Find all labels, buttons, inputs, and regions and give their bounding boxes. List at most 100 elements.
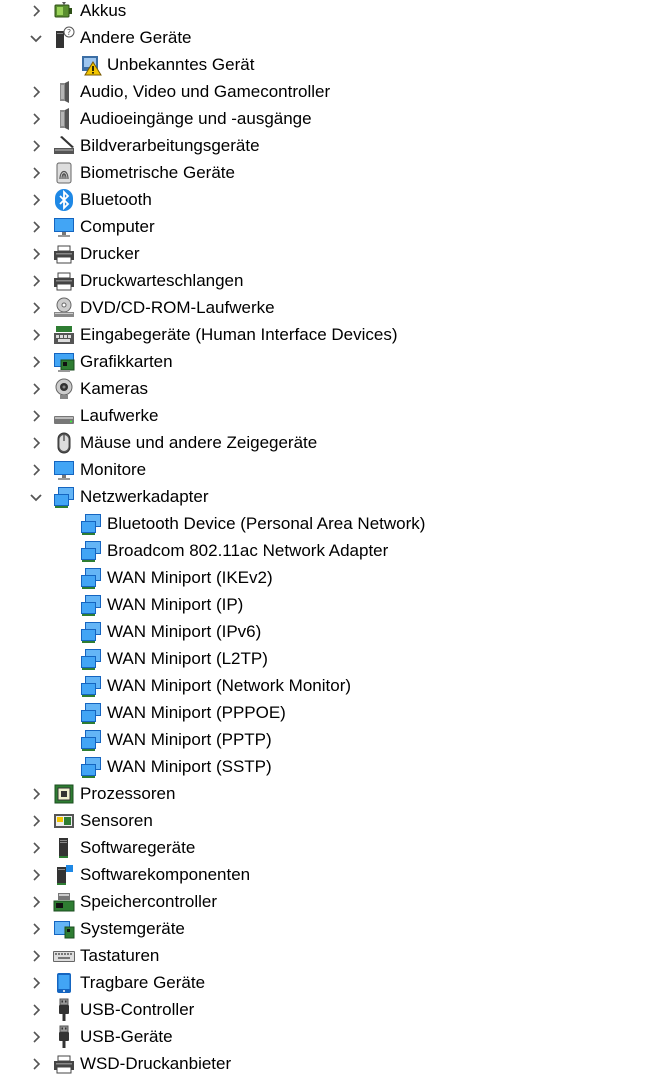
tree-item-label: Bluetooth Device (Personal Area Network) [107, 514, 426, 533]
storage-controller-icon [53, 892, 75, 911]
tree-item-computer[interactable]: Computer [0, 213, 651, 240]
chevron-right-icon[interactable] [27, 461, 45, 479]
tree-item-label: Sensoren [80, 811, 153, 830]
chevron-right-icon[interactable] [27, 83, 45, 101]
network-adapter-icon [81, 648, 101, 670]
bluetooth-icon [55, 188, 73, 211]
tree-item-speichercontroller[interactable]: Speichercontroller [0, 888, 651, 915]
tree-item-label: Audioeingänge und -ausgänge [80, 109, 312, 128]
tree-item-label: WAN Miniport (PPTP) [107, 730, 272, 749]
tree-item-akkus[interactable]: Akkus [0, 0, 651, 24]
network-adapter-icon [81, 729, 101, 751]
tree-item-wsd-druckanbieter[interactable]: WSD-Druckanbieter [0, 1050, 651, 1077]
tree-item-wan-miniport-sstp[interactable]: WAN Miniport (SSTP) [0, 753, 651, 780]
tree-item-label: Biometrische Geräte [80, 163, 235, 182]
tree-item-audioeingaenge-und-ausgaenge[interactable]: Audioeingänge und -ausgänge [0, 105, 651, 132]
tree-item-label: WAN Miniport (L2TP) [107, 649, 268, 668]
chevron-right-icon[interactable] [27, 272, 45, 290]
system-device-icon [54, 920, 75, 938]
network-adapter-icon [81, 567, 101, 589]
chevron-right-icon[interactable] [27, 1028, 45, 1046]
tree-item-label: Akkus [80, 1, 127, 20]
chevron-right-icon[interactable] [27, 245, 45, 263]
tree-item-label: USB-Controller [80, 1000, 195, 1019]
tree-item-label: WAN Miniport (IP) [107, 595, 244, 614]
tree-item-usb-geraete[interactable]: USB-Geräte [0, 1023, 651, 1050]
tree-item-tragbare-geraete[interactable]: Tragbare Geräte [0, 969, 651, 996]
chevron-right-icon[interactable] [27, 218, 45, 236]
tree-item-wan-miniport-ikev2[interactable]: WAN Miniport (IKEv2) [0, 564, 651, 591]
chevron-right-icon[interactable] [27, 1055, 45, 1073]
disk-drive-icon [54, 415, 74, 424]
tree-item-dvd-cd-rom-laufwerke[interactable]: DVD/CD-ROM-Laufwerke [0, 294, 651, 321]
tree-item-label: Eingabegeräte (Human Interface Devices) [80, 325, 398, 344]
chevron-right-icon[interactable] [27, 191, 45, 209]
printer-icon [54, 1055, 74, 1073]
tree-item-softwarekomponenten[interactable]: Softwarekomponenten [0, 861, 651, 888]
chevron-right-icon[interactable] [27, 893, 45, 911]
tree-item-label: DVD/CD-ROM-Laufwerke [80, 298, 275, 317]
tree-item-wan-miniport-ip[interactable]: WAN Miniport (IP) [0, 591, 651, 618]
chevron-down-icon[interactable] [27, 488, 45, 506]
tree-item-label: WAN Miniport (IPv6) [107, 622, 262, 641]
tree-item-label: Computer [80, 217, 155, 236]
tree-item-broadcom-802-11ac-network-adapter[interactable]: Broadcom 802.11ac Network Adapter [0, 537, 651, 564]
tree-item-unbekanntes-geraet[interactable]: Unbekanntes Gerät [0, 51, 651, 78]
chevron-right-icon[interactable] [27, 110, 45, 128]
chevron-right-icon[interactable] [27, 2, 45, 20]
tree-item-usb-controller[interactable]: USB-Controller [0, 996, 651, 1023]
chevron-right-icon[interactable] [27, 785, 45, 803]
tree-item-wan-miniport-pptp[interactable]: WAN Miniport (PPTP) [0, 726, 651, 753]
tree-item-maeuse-und-andere-zeigegeraete[interactable]: Mäuse und andere Zeigegeräte [0, 429, 651, 456]
network-adapter-icon [81, 513, 101, 535]
tree-item-bildverarbeitungsgeraete[interactable]: Bildverarbeitungsgeräte [0, 132, 651, 159]
chevron-right-icon[interactable] [27, 164, 45, 182]
chevron-right-icon[interactable] [27, 839, 45, 857]
chevron-right-icon[interactable] [27, 353, 45, 371]
chevron-right-icon[interactable] [27, 866, 45, 884]
tree-item-wan-miniport-pppoe[interactable]: WAN Miniport (PPPOE) [0, 699, 651, 726]
tree-item-label: Bildverarbeitungsgeräte [80, 136, 260, 155]
processor-icon [54, 784, 74, 803]
chevron-right-icon[interactable] [27, 1001, 45, 1019]
tree-item-label: WAN Miniport (SSTP) [107, 757, 272, 776]
chevron-right-icon[interactable] [27, 812, 45, 830]
chevron-right-icon[interactable] [27, 434, 45, 452]
chevron-right-icon[interactable] [27, 947, 45, 965]
tree-item-wan-miniport-ipv6[interactable]: WAN Miniport (IPv6) [0, 618, 651, 645]
tree-item-bluetooth[interactable]: Bluetooth [0, 186, 651, 213]
tree-item-systemgeraete[interactable]: Systemgeräte [0, 915, 651, 942]
tree-item-wan-miniport-l2tp[interactable]: WAN Miniport (L2TP) [0, 645, 651, 672]
chevron-down-icon[interactable] [27, 29, 45, 47]
tree-item-druckwarteschlangen[interactable]: Druckwarteschlangen [0, 267, 651, 294]
chevron-right-icon[interactable] [27, 299, 45, 317]
tree-item-netzwerkadapter[interactable]: Netzwerkadapter [0, 483, 651, 510]
tree-item-prozessoren[interactable]: Prozessoren [0, 780, 651, 807]
tree-item-label: Drucker [80, 244, 140, 263]
tree-item-andere-geraete[interactable]: ?Andere Geräte [0, 24, 651, 51]
tree-item-wan-miniport-network-monitor[interactable]: WAN Miniport (Network Monitor) [0, 672, 651, 699]
tree-item-grafikkarten[interactable]: Grafikkarten [0, 348, 651, 375]
tree-item-drucker[interactable]: Drucker [0, 240, 651, 267]
tree-item-monitore[interactable]: Monitore [0, 456, 651, 483]
tree-item-label: Tastaturen [80, 946, 160, 965]
chevron-right-icon[interactable] [27, 380, 45, 398]
chevron-right-icon[interactable] [27, 326, 45, 344]
tree-item-label: WSD-Druckanbieter [80, 1054, 232, 1073]
tree-item-tastaturen[interactable]: Tastaturen [0, 942, 651, 969]
tree-item-laufwerke[interactable]: Laufwerke [0, 402, 651, 429]
chevron-right-icon[interactable] [27, 137, 45, 155]
tree-item-label: Softwarekomponenten [80, 865, 251, 884]
tree-item-eingabegeraete-human-interface-devices[interactable]: Eingabegeräte (Human Interface Devices) [0, 321, 651, 348]
tree-item-kameras[interactable]: Kameras [0, 375, 651, 402]
tree-item-sensoren[interactable]: Sensoren [0, 807, 651, 834]
network-adapter-icon [81, 756, 101, 778]
chevron-right-icon[interactable] [27, 407, 45, 425]
tree-item-biometrische-geraete[interactable]: Biometrische Geräte [0, 159, 651, 186]
tree-item-softwaregeraete[interactable]: Softwaregeräte [0, 834, 651, 861]
tree-item-audio-video-und-gamecontroller[interactable]: Audio, Video und Gamecontroller [0, 78, 651, 105]
chevron-right-icon[interactable] [27, 920, 45, 938]
chevron-right-icon[interactable] [27, 974, 45, 992]
tree-item-bluetooth-device-personal-area-network[interactable]: Bluetooth Device (Personal Area Network) [0, 510, 651, 537]
